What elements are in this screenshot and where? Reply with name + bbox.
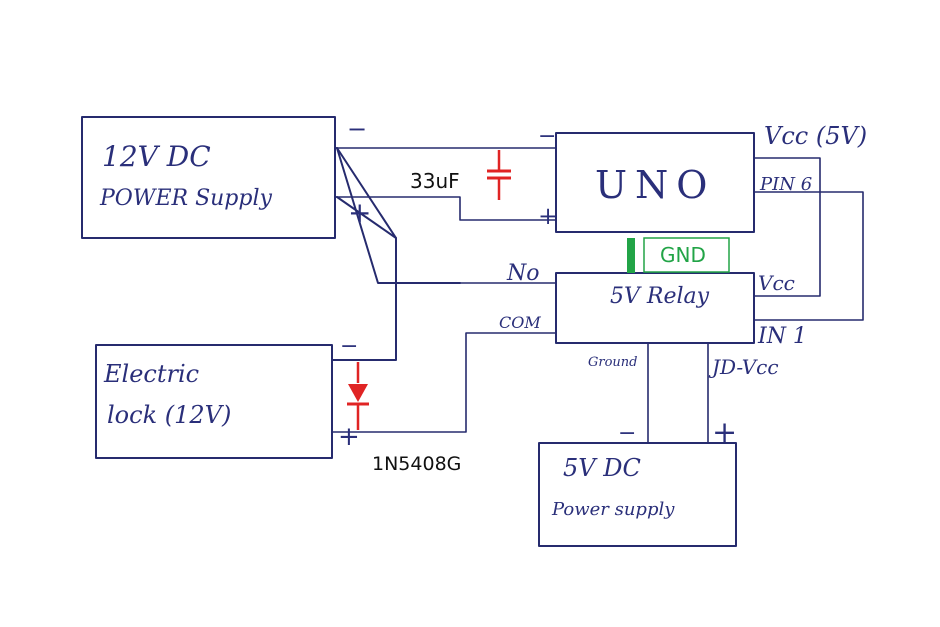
wire-uno-vcc-relay-vcc xyxy=(753,157,821,297)
lock-label-line1: Electric xyxy=(103,360,199,388)
gnd-marker xyxy=(627,238,635,273)
psu5-minus-mark: − xyxy=(618,421,636,446)
relay-no-pin-label: No xyxy=(506,261,540,286)
uno-vcc-pin-label: Vcc (5V) xyxy=(764,122,867,150)
psu12-label-line2: POWER Supply xyxy=(99,186,273,211)
psu12-minus-mark: − xyxy=(347,115,367,143)
wire-psu12-plus-diag xyxy=(336,196,397,239)
wire-psu12-minus-relay-no xyxy=(331,147,397,361)
uno-plus-mark: + xyxy=(538,202,558,230)
diode-label: 1N5408G xyxy=(372,453,461,475)
lock-minus-mark: − xyxy=(340,334,358,359)
diode-triangle xyxy=(348,384,368,402)
psu5-plus-mark: + xyxy=(712,415,737,450)
psu12-label-line1: 12V DC xyxy=(102,140,211,173)
wire-uno-pin6-relay-in1 xyxy=(753,191,864,321)
psu5-label-line2: Power supply xyxy=(551,499,675,520)
lock-box xyxy=(95,344,333,459)
relay-ground-pin-label: Ground xyxy=(588,355,638,370)
psu5-label-line1: 5V DC xyxy=(563,454,641,482)
relay-in1-pin-label: IN 1 xyxy=(757,324,807,349)
relay-vcc-pin-label: Vcc xyxy=(758,271,795,295)
uno-pin6-label: PIN 6 xyxy=(759,174,812,195)
relay-com-pin-label: COM xyxy=(499,313,541,332)
relay-label: 5V Relay xyxy=(610,284,710,309)
wire-relay-com-lock xyxy=(331,332,557,433)
wire-psu12-cross xyxy=(336,147,461,284)
relay-jdvcc-pin-label: JD-Vcc xyxy=(708,355,779,379)
psu12-plus-mark: + xyxy=(348,196,371,229)
psu12-box xyxy=(81,116,336,239)
uno-box xyxy=(555,132,755,233)
gnd-box xyxy=(643,237,730,273)
relay-box xyxy=(555,272,755,344)
gnd-label: GND xyxy=(660,243,706,267)
wire-psu12-plus-uno xyxy=(334,196,557,221)
capacitor-label: 33uF xyxy=(410,169,460,193)
lock-plus-mark: + xyxy=(338,422,360,452)
uno-label: UNO xyxy=(595,163,715,207)
psu5-box xyxy=(538,442,737,547)
lock-label-line2: lock (12V) xyxy=(107,401,231,429)
uno-minus-mark: − xyxy=(538,124,556,149)
